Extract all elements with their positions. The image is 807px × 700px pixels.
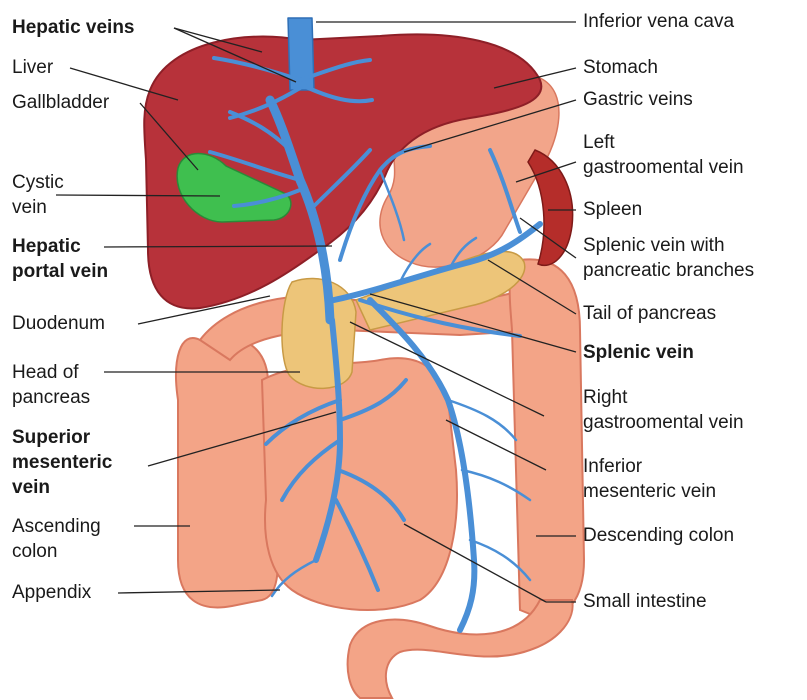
- label-appendix: Appendix: [12, 580, 91, 605]
- label-splenic-vein: Splenic vein: [583, 340, 694, 365]
- label-liver: Liver: [12, 55, 53, 80]
- label-gallbladder: Gallbladder: [12, 90, 109, 115]
- label-duodenum: Duodenum: [12, 311, 105, 336]
- label-hepatic-veins: Hepatic veins: [12, 15, 135, 40]
- label-gastric-veins: Gastric veins: [583, 87, 693, 112]
- descending-colon-shape: [510, 259, 584, 618]
- label-spleen: Spleen: [583, 197, 642, 222]
- label-stomach: Stomach: [583, 55, 658, 80]
- label-small-intestine: Small intestine: [583, 589, 707, 614]
- label-inferior-vena-cava: Inferior vena cava: [583, 9, 734, 34]
- sigmoid-colon-shape: [348, 600, 573, 698]
- label-tail-of-pancreas: Tail of pancreas: [583, 301, 716, 326]
- spleen-shape: [528, 150, 573, 265]
- ascending-colon-shape: [176, 337, 278, 607]
- label-descending-colon: Descending colon: [583, 523, 734, 548]
